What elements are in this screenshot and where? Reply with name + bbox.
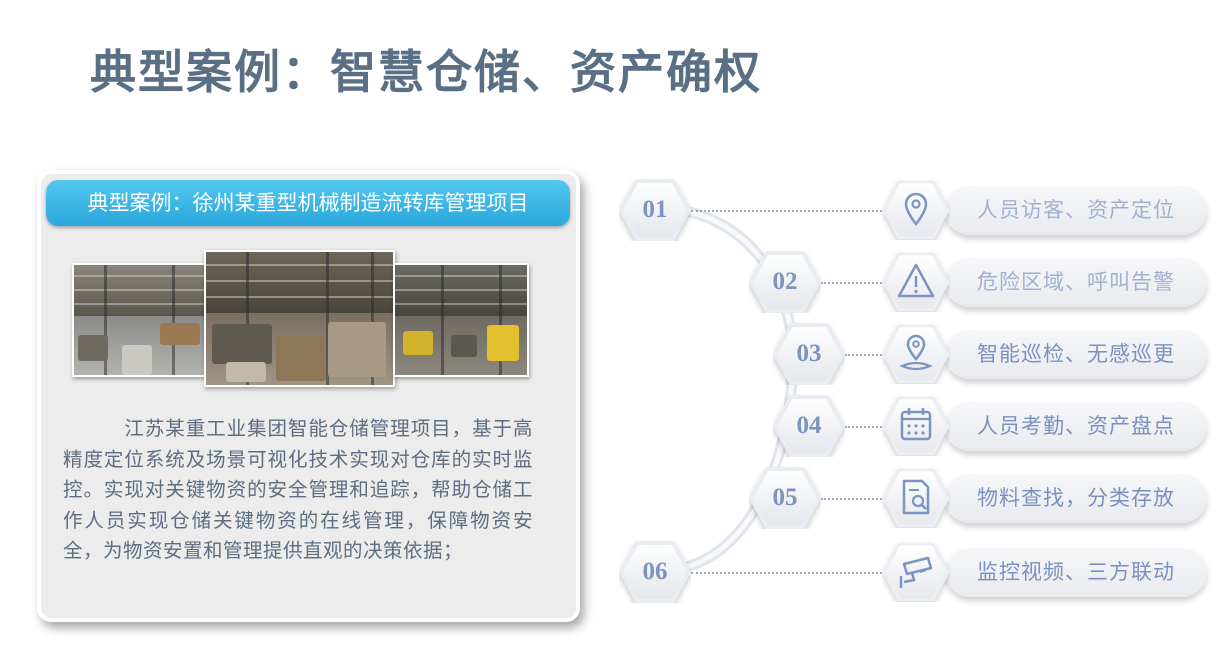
dotted-connector bbox=[845, 354, 882, 356]
warehouse-photo-right bbox=[393, 263, 529, 377]
case-card bbox=[37, 170, 580, 622]
warehouse-photo-center bbox=[204, 250, 395, 387]
step-number-hex: 05 bbox=[749, 467, 821, 529]
step-number-hex: 06 bbox=[619, 541, 691, 603]
step-number: 04 bbox=[796, 412, 822, 439]
feature-label: 智能巡检、无感巡更 bbox=[945, 329, 1207, 379]
warning-triangle-icon bbox=[882, 252, 950, 312]
dotted-connector bbox=[821, 282, 882, 284]
step-number-hex: 04 bbox=[773, 395, 845, 457]
dotted-connector bbox=[821, 498, 882, 500]
dotted-connector bbox=[691, 572, 882, 574]
step-number: 02 bbox=[772, 268, 798, 295]
feature-label: 危险区域、呼叫告警 bbox=[945, 257, 1207, 307]
calendar-icon bbox=[882, 396, 950, 456]
cctv-camera-icon bbox=[882, 542, 950, 602]
step-number: 06 bbox=[642, 558, 668, 585]
step-number-hex: 02 bbox=[749, 251, 821, 313]
case-description: 江苏某重工业集团智能仓储管理项目，基于高精度定位系统及场景可视化技术实现对仓库的… bbox=[63, 417, 533, 562]
step-number: 03 bbox=[796, 340, 822, 367]
case-card-header: 典型案例：徐州某重型机械制造流转库管理项目 bbox=[46, 180, 570, 226]
step-number-hex: 03 bbox=[773, 323, 845, 385]
step-number: 01 bbox=[642, 196, 668, 223]
feature-label: 监控视频、三方联动 bbox=[945, 547, 1207, 597]
feature-label: 物料查找，分类存放 bbox=[945, 473, 1207, 523]
step-number: 05 bbox=[772, 484, 798, 511]
page-title: 典型案例：智慧仓储、资产确权 bbox=[90, 45, 762, 99]
location-pin-icon bbox=[882, 180, 950, 240]
dotted-connector bbox=[691, 210, 882, 212]
step-number-hex: 01 bbox=[619, 179, 691, 241]
feature-label: 人员考勤、资产盘点 bbox=[945, 401, 1207, 451]
patrol-pin-icon bbox=[882, 324, 950, 384]
dotted-connector bbox=[845, 426, 882, 428]
feature-label: 人员访客、资产定位 bbox=[945, 185, 1207, 235]
document-search-icon bbox=[882, 468, 950, 528]
